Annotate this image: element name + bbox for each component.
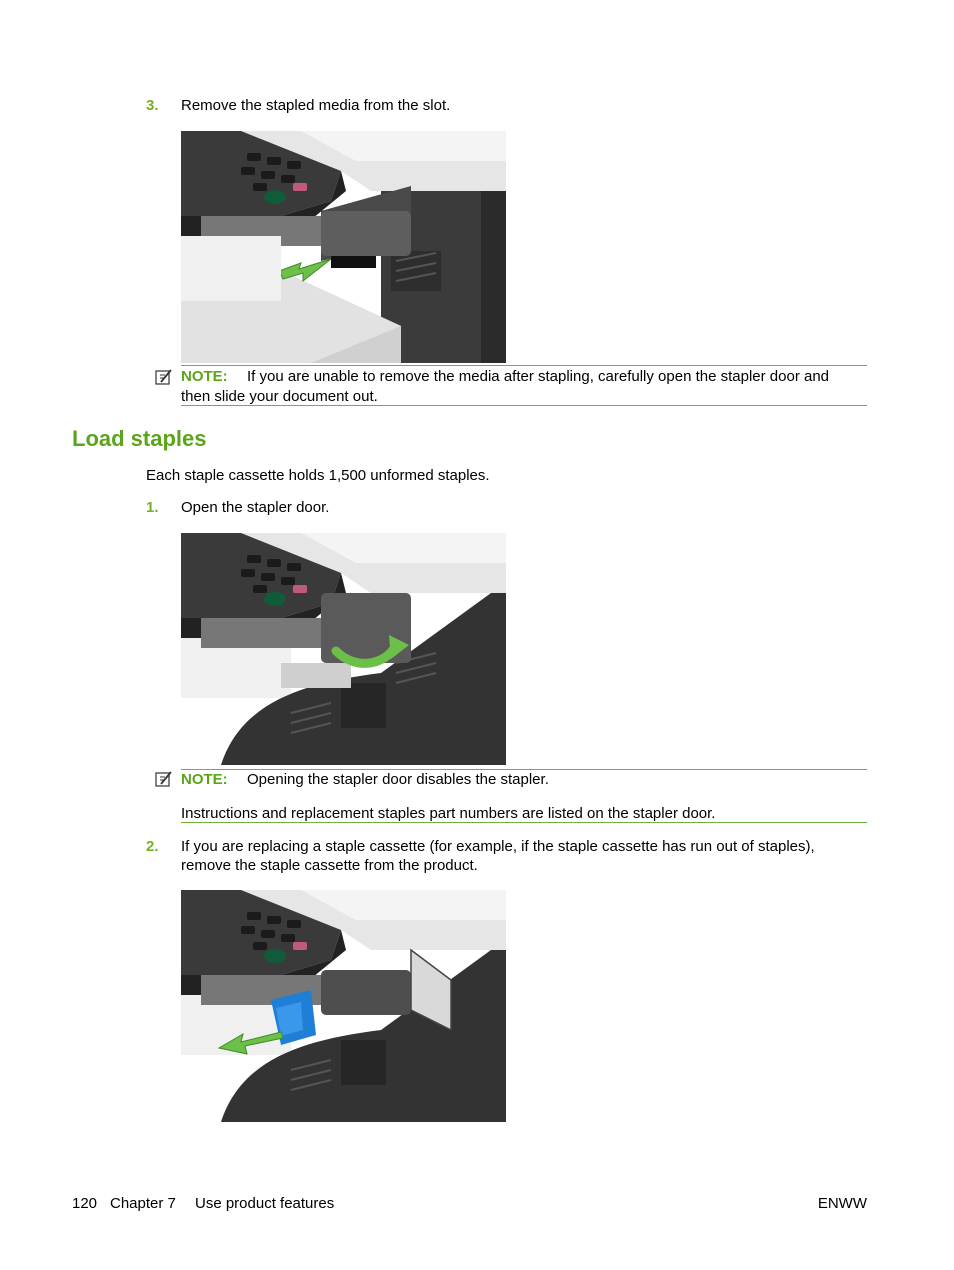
note-text: Opening the stapler door disables the st… [247,771,549,788]
note-bottom-rule [181,405,867,406]
footer-right: ENWW [817,1195,867,1212]
note-top-rule [181,769,867,770]
note-pencil-icon [155,771,172,787]
note-pencil-icon [155,369,172,385]
section-heading: Load staples [72,426,207,451]
note-text-line2: then slide your document out. [181,388,378,405]
step-text-line2: remove the staple cassette from the prod… [181,857,478,874]
figure-remove-media [181,131,506,363]
figure-remove-cassette [181,890,506,1122]
note-top-rule [181,365,867,366]
note-label: NOTE: [181,368,228,385]
footer-title: Use product features [195,1195,335,1212]
footer-page-number: 120 [72,1195,98,1212]
note-label: NOTE: [181,771,228,788]
footer-chapter: Chapter 7 [110,1195,176,1212]
section-intro: Each staple cassette holds 1,500 unforme… [146,467,490,484]
step-number: 3. [146,97,159,114]
figure-open-door [181,533,506,765]
step-number: 2. [146,838,159,855]
step-number: 1. [146,499,159,516]
step-text: Remove the stapled media from the slot. [181,97,451,114]
step-text: Open the stapler door. [181,499,330,516]
step-text-line1: If you are replacing a staple cassette (… [181,838,815,855]
note-extra-text: Instructions and replacement staples par… [181,805,716,822]
note-text-line1: If you are unable to remove the media af… [247,368,830,385]
note-bottom-rule [181,822,867,823]
